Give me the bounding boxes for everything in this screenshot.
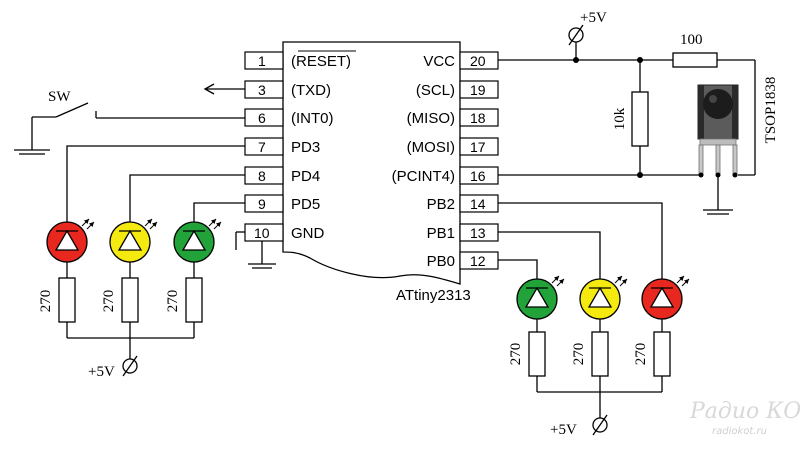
pin-9-name: PD5 [291, 196, 320, 213]
supply-top: +5V [568, 10, 607, 46]
resistor-series-label: 100 [680, 32, 703, 48]
pin-3-name: (TXD) [291, 82, 331, 99]
pin-14-name: PB2 [427, 196, 455, 213]
supply-left: +5V [88, 355, 138, 380]
pin-10-num: 10 [254, 225, 270, 241]
pin-8-name: PD4 [291, 168, 320, 185]
resistor-right-1: 270 [508, 331, 546, 377]
led-yellow-right [579, 275, 628, 320]
pin-7-num: 7 [258, 139, 266, 155]
left-led-wires [66, 145, 245, 366]
right-led-wires [498, 202, 663, 418]
pin-14-num: 14 [470, 196, 486, 212]
led-red-right [641, 275, 690, 320]
pin-8-num: 8 [258, 168, 266, 184]
resistor-left-2-label: 270 [101, 290, 117, 313]
pin-18-num: 18 [470, 110, 486, 126]
pin-20-name: VCC [423, 53, 455, 70]
switch-label: SW [48, 89, 71, 105]
pin-18-name: (MISO) [407, 110, 455, 127]
chip-ground [235, 231, 276, 269]
pin-6-num: 6 [258, 110, 266, 126]
pin-16-num: 16 [470, 168, 486, 184]
pin-13-name: PB1 [427, 225, 455, 242]
pin-9-num: 9 [258, 196, 266, 212]
led-green-left [173, 218, 222, 263]
resistor-series: 100 [672, 32, 718, 68]
pin-10-name: GND [291, 225, 325, 242]
resistor-right-3-label: 270 [633, 343, 649, 366]
pin-17-num: 17 [470, 139, 486, 155]
led-green-right [516, 275, 565, 320]
resistor-right-3: 270 [633, 331, 671, 377]
resistor-pullup-label: 10k [612, 107, 628, 130]
ic-body [282, 41, 461, 285]
pin-19-num: 19 [470, 82, 486, 98]
switch-sw: SW [14, 89, 245, 155]
watermark-url: radiokot.ru [712, 426, 767, 437]
resistor-right-1-label: 270 [508, 343, 524, 366]
supply-top-label: +5V [580, 10, 607, 26]
watermark-logo: Радио КОТ [689, 399, 800, 424]
pin-16-name: (PCINT4) [392, 168, 455, 185]
pin-7-name: PD3 [291, 139, 320, 156]
resistor-left-2: 270 [101, 277, 139, 323]
pin-17-name: (MOSI) [407, 139, 455, 156]
tsop-label: TSOP1838 [763, 77, 779, 144]
resistor-pullup: 10k [612, 91, 649, 147]
supply-left-label: +5V [88, 364, 115, 380]
pin-3-num: 3 [258, 82, 266, 98]
pin-12-num: 12 [470, 253, 486, 269]
resistor-right-2-label: 270 [571, 343, 587, 366]
ic-name: ATtiny2313 [396, 287, 471, 304]
pin-20-num: 20 [470, 53, 486, 69]
resistor-left-1-label: 270 [38, 290, 54, 313]
pin-1-num: 1 [258, 53, 266, 69]
resistor-left-3-label: 270 [165, 290, 181, 313]
right-pins: 20 19 18 17 16 14 13 12 VCC (SCL) (MISO)… [392, 51, 499, 270]
power-network [498, 42, 756, 215]
left-pins: 1 3 6 7 8 9 10 (RESET) (TXD) (INT0) PD3 … [244, 50, 356, 242]
led-red-left [46, 218, 95, 263]
txd-output-arrow [203, 83, 245, 95]
resistor-left-3: 270 [165, 277, 203, 323]
tsop-sensor: TSOP1838 [697, 77, 779, 178]
pin-12-name: PB0 [427, 253, 455, 270]
pin-1-name: (RESET) [291, 53, 351, 70]
resistor-left-1: 270 [38, 277, 76, 323]
pin-6-name: (INT0) [291, 110, 334, 127]
pin-13-num: 13 [470, 225, 486, 241]
pin-19-name: (SCL) [416, 82, 455, 99]
supply-right: +5V [550, 414, 608, 438]
led-yellow-left [109, 218, 158, 263]
supply-right-label: +5V [550, 422, 577, 438]
resistor-right-2: 270 [571, 331, 609, 377]
watermark: Радио КОТ radiokot.ru [689, 399, 800, 437]
